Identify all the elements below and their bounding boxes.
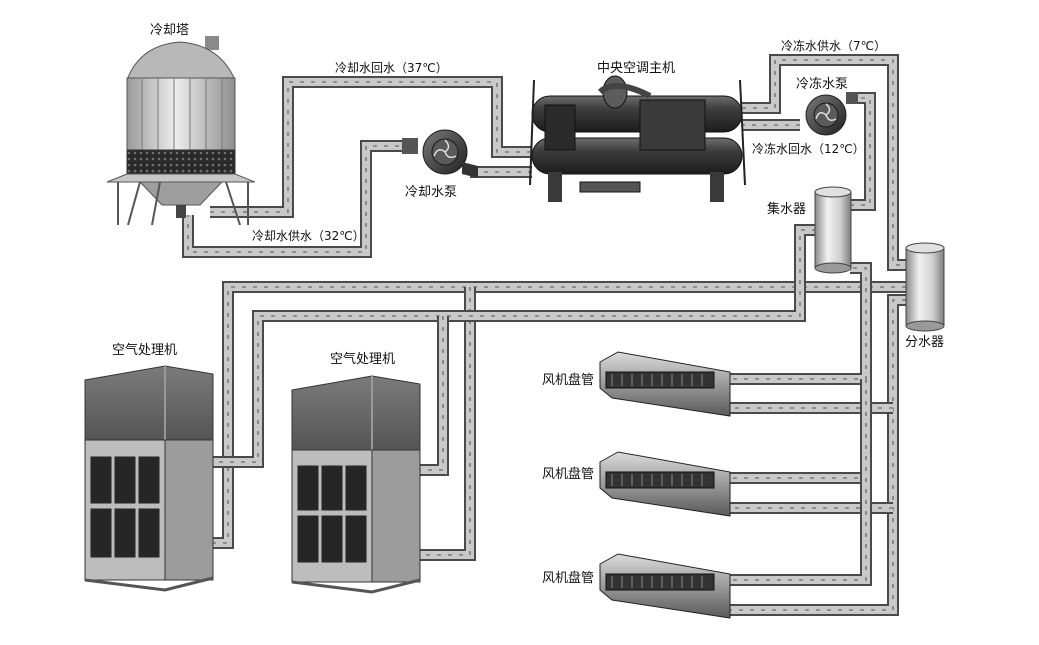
pipe-network <box>182 54 906 616</box>
central-chiller <box>529 75 746 202</box>
fan-coil-unit-2 <box>599 451 731 517</box>
fan-coil-unit-1 <box>599 351 731 417</box>
cooling-pump <box>402 129 478 178</box>
water-collector <box>814 186 852 274</box>
fcu-return-trunk <box>722 262 872 586</box>
collector-label: 集水器 <box>767 201 806 217</box>
cooling-return-pipe <box>210 76 532 218</box>
ahu-return-header <box>186 224 815 476</box>
fan-icon <box>433 139 457 159</box>
cooling-pump-label: 冷却水泵 <box>405 185 457 200</box>
chilled-return-pipe <box>742 92 876 211</box>
ahu-2-label: 空气处理机 <box>330 351 395 367</box>
fcu-1-label: 风机盘管 <box>542 372 594 388</box>
labels: 冷却塔 冷却水回水（37℃） 冷却水泵 冷却水供水（32℃） 中央空调主机 冷冻… <box>112 23 944 586</box>
air-handling-unit-1 <box>84 365 214 592</box>
chilled-pump-label: 冷冻水泵 <box>796 76 848 92</box>
water-distributor <box>905 242 945 332</box>
distributor-label: 分水器 <box>905 335 944 350</box>
fan-coil-unit-3 <box>599 553 731 619</box>
ahu-1-label: 空气处理机 <box>112 342 177 358</box>
chilled-return-label: 冷冻水回水（12℃） <box>752 141 865 156</box>
fcu-supply-trunk <box>722 294 906 616</box>
cooling-supply-pipe <box>182 140 532 258</box>
cooling-tower-label: 冷却塔 <box>150 23 189 38</box>
cooling-supply-label: 冷却水供水（32℃） <box>252 229 365 243</box>
cooling-return-label: 冷却水回水（37℃） <box>335 61 448 75</box>
fcu-2-label: 风机盘管 <box>542 466 594 482</box>
air-handling-unit-2 <box>291 375 421 594</box>
chilled-supply-label: 冷冻水供水（7℃） <box>781 38 886 53</box>
fcu-3-label: 风机盘管 <box>542 570 594 586</box>
chilled-supply-pipe <box>742 54 906 271</box>
cooling-tower <box>106 36 256 226</box>
chiller-label: 中央空调主机 <box>597 61 675 76</box>
chilled-pump <box>805 92 858 136</box>
fan-icon <box>815 103 837 122</box>
